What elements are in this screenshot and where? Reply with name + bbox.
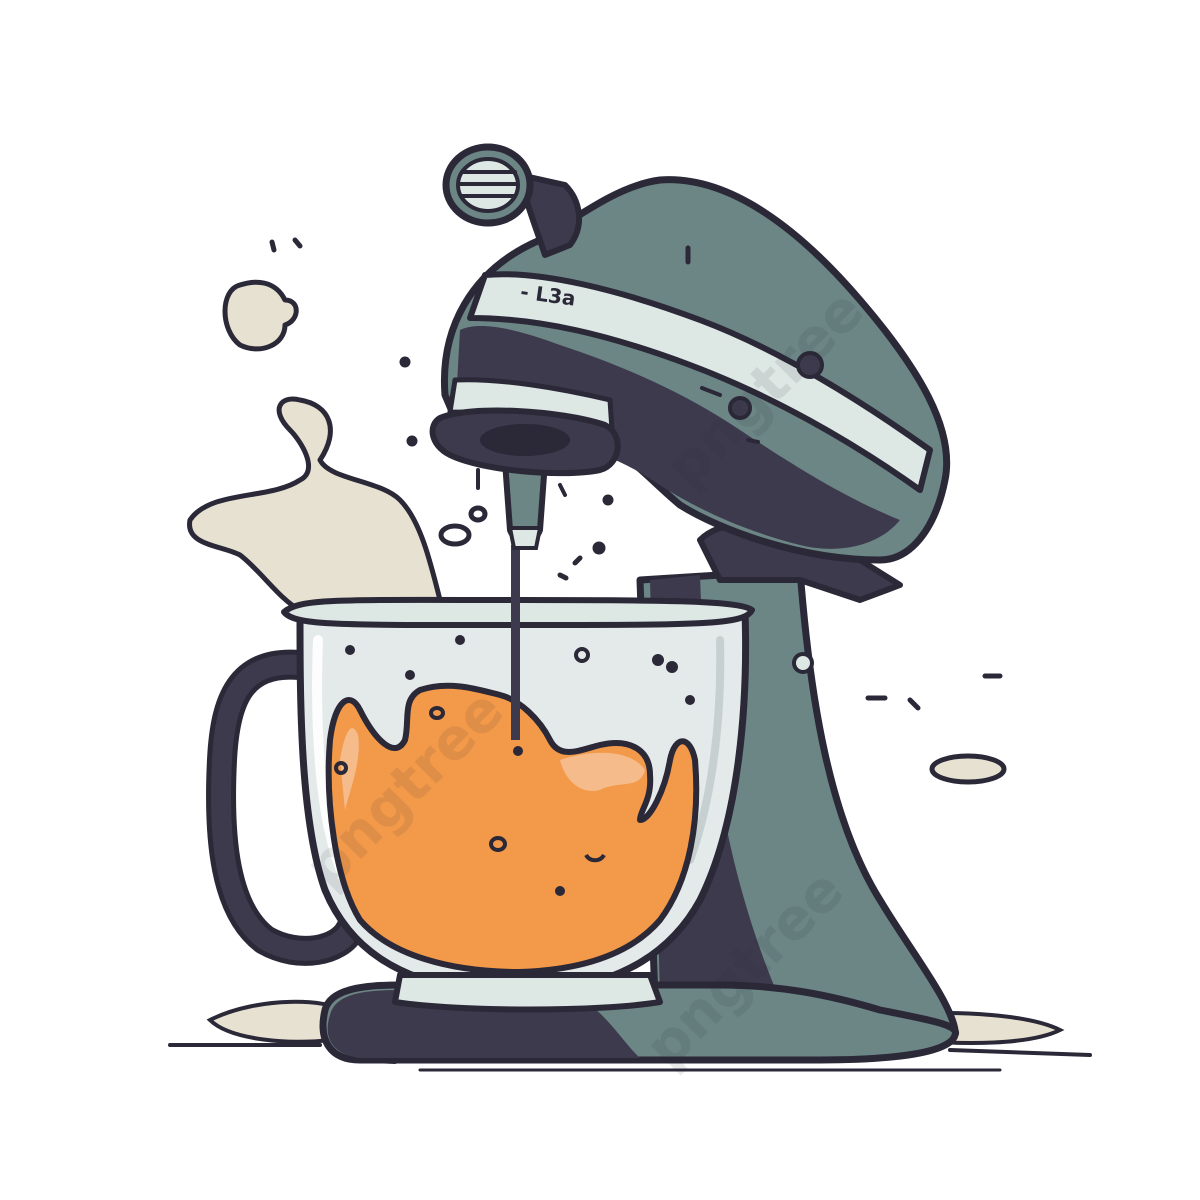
- bowl-handle: [206, 649, 365, 966]
- head-screw-icon: [728, 396, 752, 420]
- head-screw-icon: [796, 351, 824, 379]
- speed-knob: [442, 143, 583, 258]
- batter-splash: [187, 279, 443, 613]
- mixer-head: [429, 176, 951, 603]
- splash-droplets: [269, 237, 1007, 785]
- stand-screw-icon: [792, 652, 814, 674]
- batter-bubbles: [334, 635, 695, 896]
- batter: [325, 635, 700, 975]
